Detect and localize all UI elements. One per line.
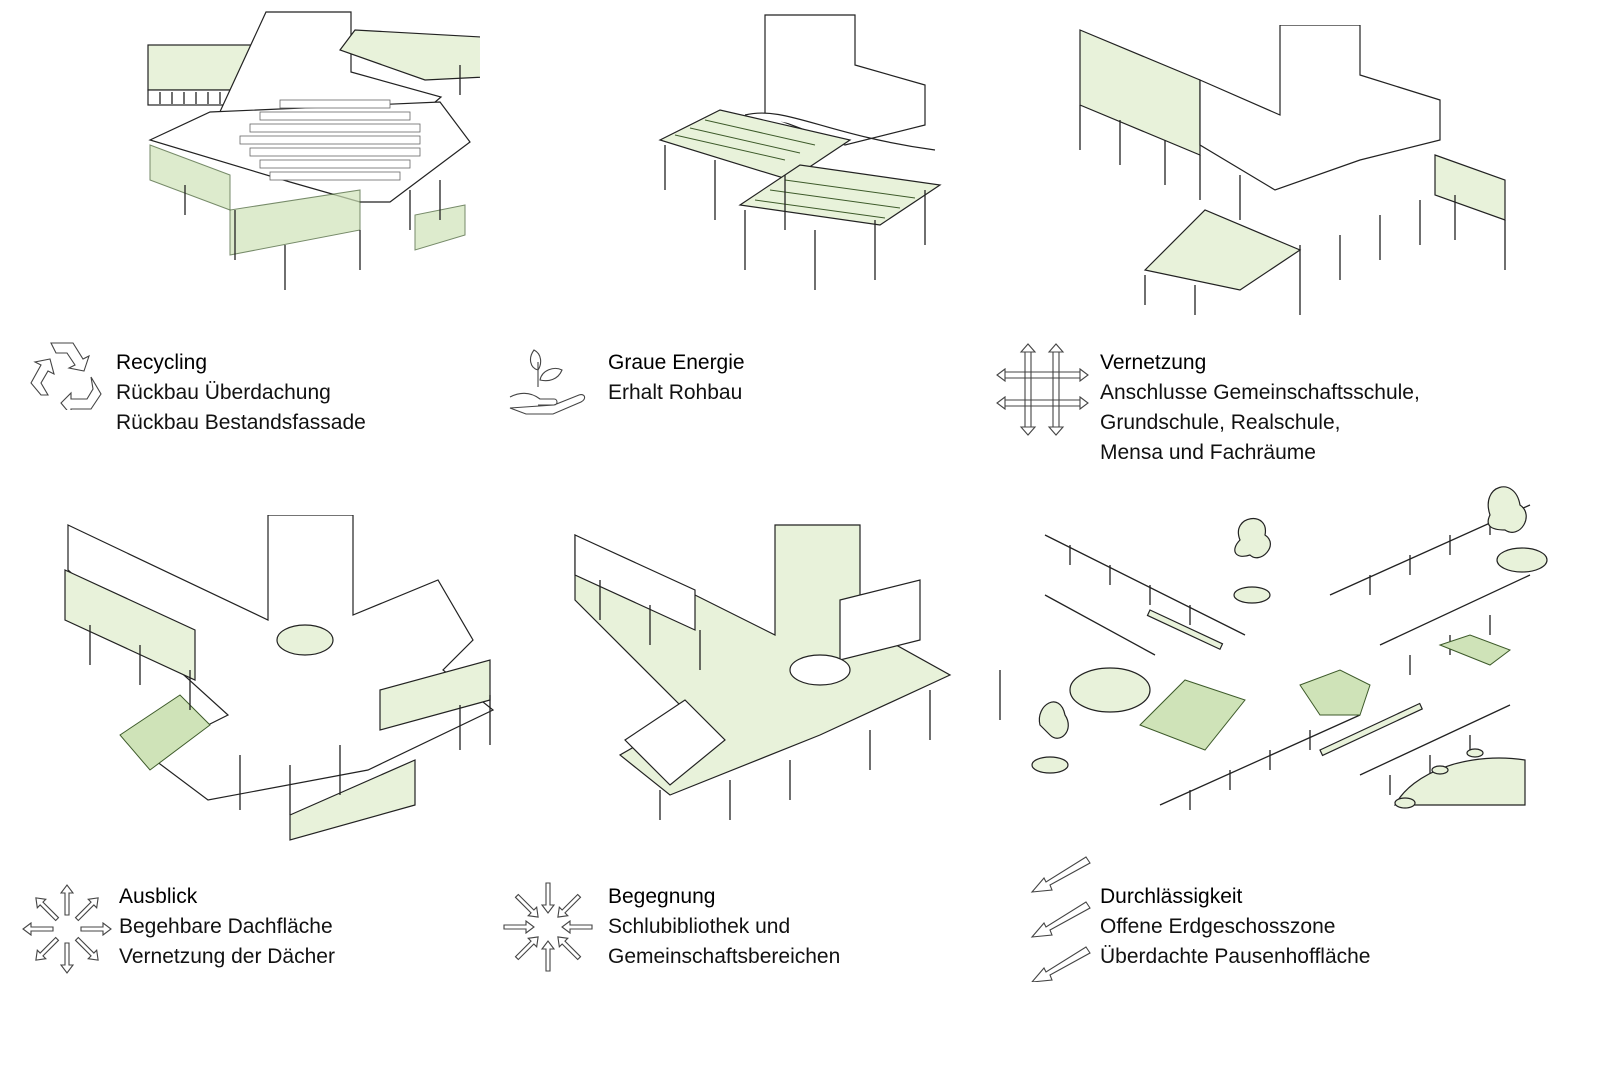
caption-recycling: Recycling Rückbau Überdachung Rückbau Be… — [116, 348, 366, 438]
axonometric-graue-energie — [658, 14, 942, 290]
caption-line: Erhalt Rohbau — [608, 381, 743, 404]
inward-arrows-icon — [503, 882, 593, 972]
caption-vernetzung: Vernetzung Anschlusse Gemeinschaftsschul… — [1100, 348, 1420, 468]
caption-line: Überdachte Pausenhoffläche — [1100, 945, 1371, 968]
caption-title: Begegnung — [608, 885, 716, 908]
axonometric-recycling — [147, 11, 480, 290]
outward-arrows-icon — [22, 884, 112, 974]
caption-line: Mensa und Fachräume — [1100, 441, 1316, 464]
caption-title: Durchlässigkeit — [1100, 885, 1243, 908]
axonometric-vernetzung — [1079, 25, 1506, 315]
axonometric-ausblick — [64, 515, 495, 841]
caption-line: Grundschule, Realschule, — [1100, 411, 1341, 434]
caption-begegnung: Begegnung Schlubibliothek und Gemeinscha… — [608, 882, 840, 972]
caption-title: Vernetzung — [1100, 351, 1207, 374]
site-durchlaessigkeit — [1031, 486, 1548, 810]
caption-title: Recycling — [116, 351, 208, 374]
axonometric-begegnung — [574, 524, 1001, 820]
caption-line: Anschlusse Gemeinschaftsschule, — [1100, 381, 1420, 404]
network-arrows-icon — [996, 343, 1089, 436]
hand-plant-icon — [509, 349, 586, 415]
caption-line: Vernetzung der Dächer — [119, 945, 335, 968]
recycle-icon — [30, 342, 102, 410]
caption-ausblick: Ausblick Begehbare Dachfläche Vernetzung… — [119, 882, 335, 972]
caption-line: Rückbau Überdachung — [116, 381, 331, 404]
caption-line: Gemeinschaftsbereichen — [608, 945, 841, 968]
caption-line: Rückbau Bestandsfassade — [116, 411, 366, 434]
caption-graue-energie: Graue Energie Erhalt Rohbau — [608, 348, 745, 408]
caption-title: Ausblick — [119, 885, 198, 908]
caption-line: Schlubibliothek und — [608, 915, 791, 938]
caption-line: Offene Erdgeschosszone — [1100, 915, 1336, 938]
diagonal-arrows-icon — [1030, 856, 1091, 982]
caption-durchlaessigkeit: Durchlässigkeit Offene Erdgeschosszone Ü… — [1100, 882, 1370, 972]
caption-title: Graue Energie — [608, 351, 745, 374]
caption-line: Begehbare Dachfläche — [119, 915, 333, 938]
